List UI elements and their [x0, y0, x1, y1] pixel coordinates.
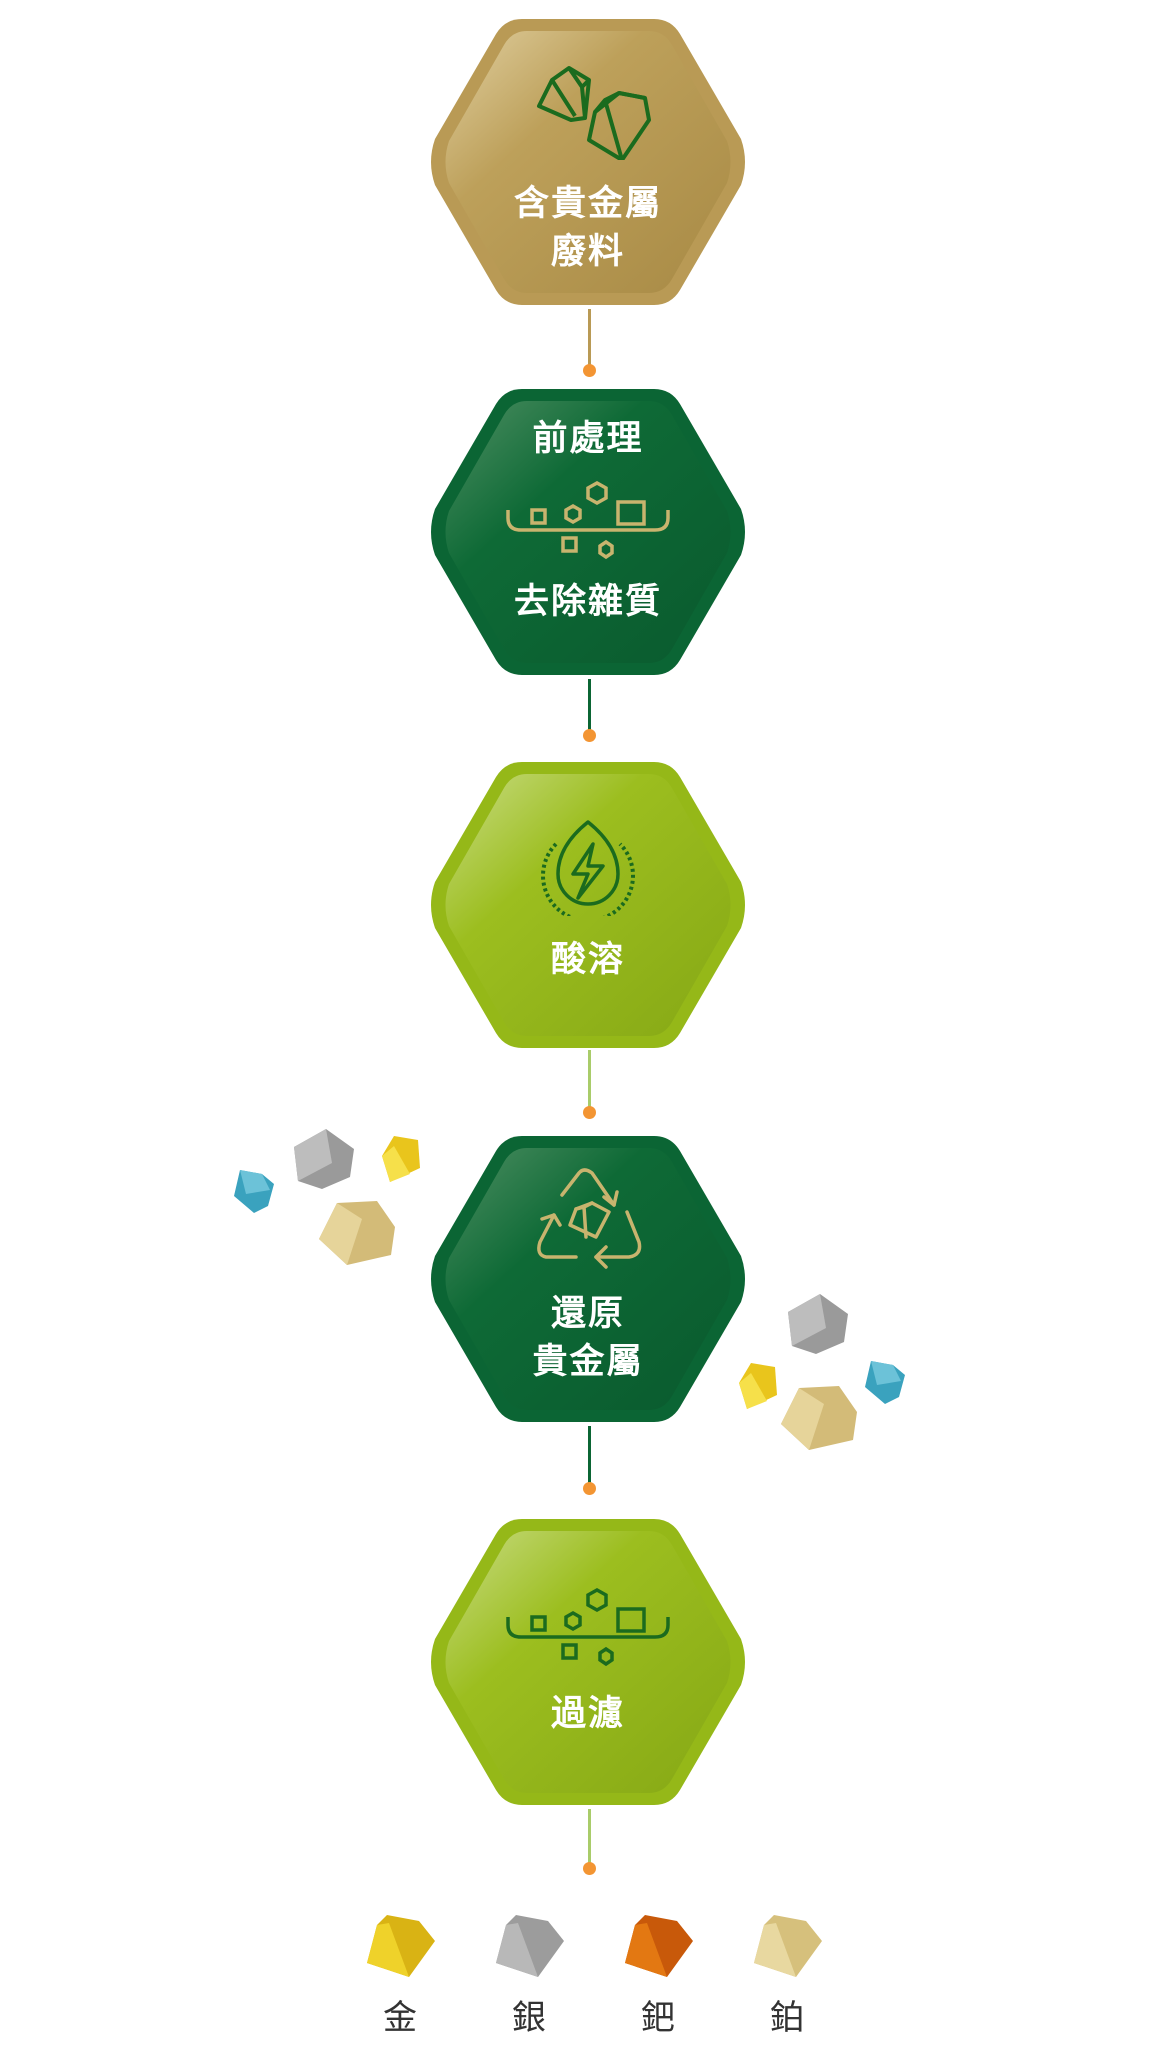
metal-label-silver: 銀 [512, 1998, 546, 2038]
connector-dot [583, 1106, 596, 1119]
connector-dot [583, 729, 596, 742]
palladium-metal-icon [625, 1915, 693, 1977]
connector-line [588, 1809, 591, 1867]
step-filtration-hexagon: 過濾 [427, 1515, 749, 1809]
silver-gem-icon [294, 1129, 354, 1189]
step-label-line1: 過濾 [550, 1694, 625, 1734]
gold-metal-icon [367, 1915, 435, 1977]
blue-gem-icon [234, 1170, 274, 1213]
step-label-line1: 還原 [550, 1294, 625, 1334]
metal-label-palladium: 鈀 [641, 1998, 675, 2038]
step-waste-hexagon: 含貴金屬 廢料 [427, 15, 749, 309]
gold-gem-icon [382, 1136, 420, 1182]
platinum-metal-icon [754, 1915, 822, 1977]
drop-lightning-icon [541, 820, 635, 916]
step-label-line2: 貴金屬 [532, 1342, 644, 1382]
connector-line [588, 309, 591, 369]
silver-metal-icon [496, 1915, 564, 1977]
silver-gem-icon [788, 1294, 848, 1354]
step-label-line1: 含貴金屬 [513, 184, 662, 224]
connector-line [588, 1050, 591, 1108]
connector-dot [583, 1862, 596, 1875]
step-label-line2: 廢料 [550, 232, 625, 272]
step-acid-hexagon: 酸溶 [427, 758, 749, 1052]
connector-line [588, 679, 591, 733]
recycle-gem-icon [537, 1168, 642, 1269]
step-label-line1: 酸溶 [550, 940, 625, 980]
connector-dot [583, 364, 596, 377]
platinum-gem-icon [781, 1386, 857, 1450]
metal-label-gold: 金 [383, 1998, 417, 2038]
step-label-top: 前處理 [532, 419, 644, 459]
connector-dot [583, 1482, 596, 1495]
platinum-gem-icon [319, 1201, 395, 1265]
gems-outline-icon [537, 66, 651, 160]
metal-label-platinum: 鉑 [770, 1998, 804, 2038]
connector-line [588, 1426, 591, 1486]
step-label-bottom: 去除雜質 [513, 582, 662, 622]
filter-sieve-icon [506, 480, 670, 560]
step-reduction-hexagon: 還原 貴金屬 [427, 1132, 749, 1426]
filter-sieve-icon [506, 1587, 670, 1667]
blue-gem-icon [865, 1361, 905, 1404]
gold-gem-icon [739, 1363, 777, 1409]
step-pretreatment-hexagon: 前處理 去除雜質 [427, 385, 749, 679]
